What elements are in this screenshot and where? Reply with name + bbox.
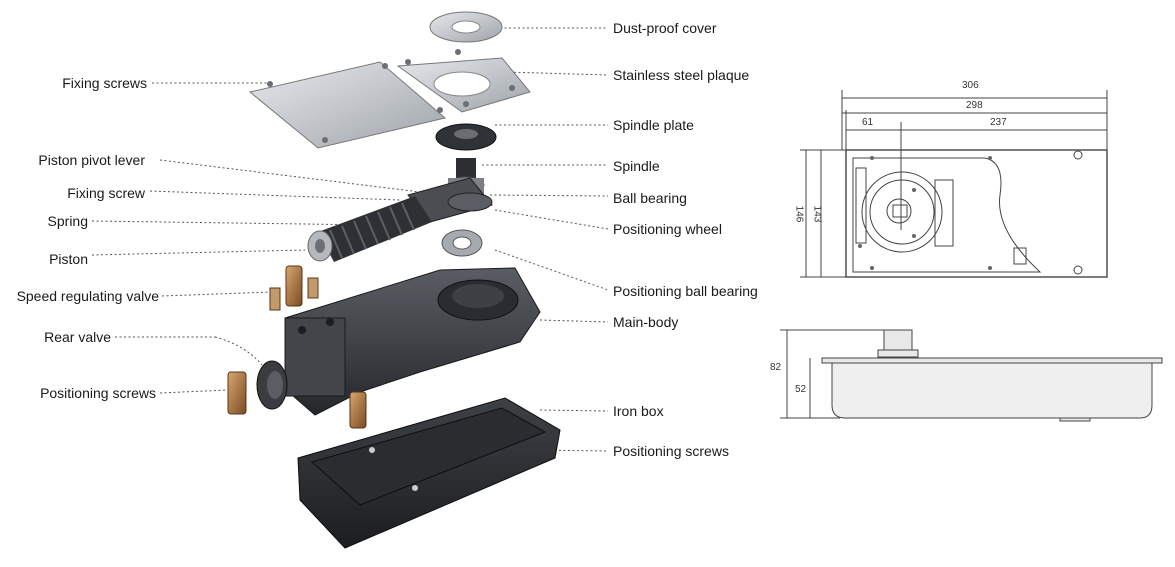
label-spring: Spring: [47, 213, 88, 229]
left-leader-lines: [91, 82, 421, 394]
label-iron-box: Iron box: [613, 403, 664, 419]
speed-regulating-valve-part: [269, 265, 319, 311]
positioning-ball-bearing-part: [441, 229, 483, 257]
label-speed-regulating-valve: Speed regulating valve: [16, 288, 159, 304]
label-positioning-wheel: Positioning wheel: [613, 221, 722, 237]
dim-total-height: 82: [770, 362, 782, 373]
dim-overall-height: 146: [793, 205, 805, 223]
rear-valve-part: [256, 360, 288, 410]
label-ball-bearing: Ball bearing: [613, 190, 687, 206]
label-piston: Piston: [49, 251, 88, 267]
label-spindle: Spindle: [613, 158, 660, 174]
label-fixing-screws: Fixing screws: [62, 75, 147, 91]
dim-inner-width: 298: [966, 100, 983, 111]
top-view-drawing: [800, 90, 1108, 278]
label-stainless-steel-plaque: Stainless steel plaque: [613, 67, 750, 83]
label-positioning-ball-bearing: Positioning ball bearing: [613, 283, 758, 299]
label-fixing-screw: Fixing screw: [67, 185, 145, 201]
label-dust-proof-cover: Dust-proof cover: [613, 20, 717, 36]
label-spindle-plate: Spindle plate: [613, 117, 694, 133]
dim-overall-width: 306: [962, 80, 979, 91]
dust-proof-cover-part: [429, 11, 503, 43]
dim-box-height: 52: [795, 384, 807, 395]
label-main-body: Main-body: [613, 314, 679, 330]
label-rear-valve: Rear valve: [44, 329, 111, 345]
spring-part: [307, 196, 432, 262]
side-view-drawing: [780, 329, 1163, 422]
label-positioning-screws-left: Positioning screws: [40, 385, 156, 401]
dim-offset: 61: [862, 117, 874, 128]
spindle-assembly-part: [407, 158, 493, 223]
label-piston-pivot-lever: Piston pivot lever: [38, 152, 145, 168]
main-body-part: [284, 267, 541, 416]
spindle-plate-part: [435, 123, 497, 151]
dim-remaining: 237: [990, 117, 1007, 128]
stainless-steel-plaque-part: [248, 49, 531, 149]
iron-box-part: [297, 397, 561, 549]
dim-inner-height: 143: [811, 205, 823, 223]
positioning-screws-left-part: [227, 371, 367, 429]
label-positioning-screws-right: Positioning screws: [613, 443, 729, 459]
right-leader-lines: [369, 27, 609, 452]
